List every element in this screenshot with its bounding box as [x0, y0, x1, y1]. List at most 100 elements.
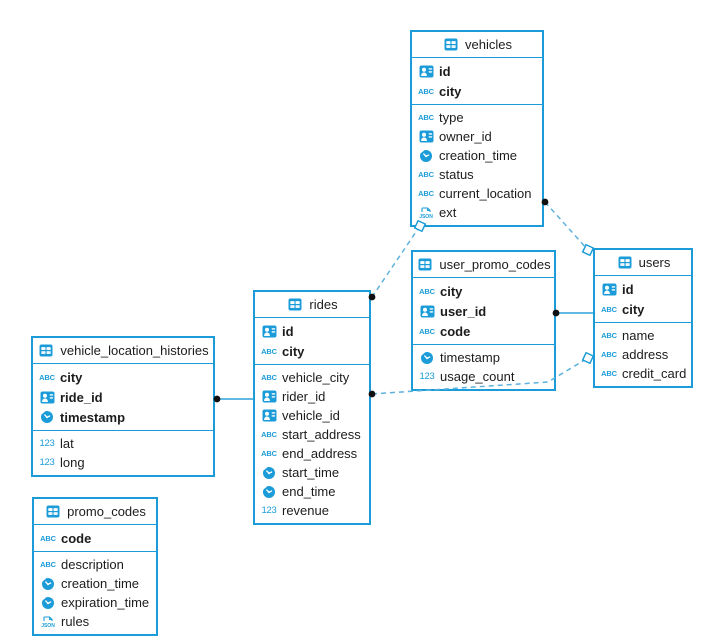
column-row-rider_id[interactable]: rider_id — [255, 387, 369, 406]
column-name: current_location — [439, 186, 532, 201]
column-row-lat[interactable]: 123 lat — [33, 434, 213, 453]
number-123-icon: 123 — [419, 371, 435, 382]
text-abc-icon: ABC — [418, 113, 434, 122]
column-row-ext[interactable]: JSON ext — [412, 203, 542, 222]
column-row-end_time[interactable]: end_time — [255, 482, 369, 501]
text-abc-icon: ABC — [261, 346, 277, 356]
column-row-timestamp[interactable]: timestamp — [33, 407, 213, 427]
table-header-vehicle_location_histories[interactable]: vehicle_location_histories — [33, 338, 213, 363]
column-row-usage_count[interactable]: 123 usage_count — [413, 367, 554, 386]
text-abc-icon: ABC — [261, 449, 277, 458]
clock-icon — [260, 466, 278, 480]
table-header-users[interactable]: users — [595, 250, 691, 275]
table-title: user_promo_codes — [439, 257, 551, 272]
clock-icon — [418, 351, 436, 365]
column-row-user_id[interactable]: user_id — [413, 301, 554, 321]
table-icon — [442, 38, 460, 52]
column-row-ride_id[interactable]: ride_id — [33, 387, 213, 407]
column-row-start_time[interactable]: start_time — [255, 463, 369, 482]
table-header-vehicles[interactable]: vehicles — [412, 32, 542, 57]
column-row-expiration_time[interactable]: expiration_time — [34, 593, 156, 612]
column-name: description — [61, 557, 124, 572]
column-row-timestamp[interactable]: timestamp — [413, 348, 554, 367]
table-title: vehicle_location_histories — [60, 343, 209, 358]
column-name: id — [439, 63, 451, 79]
json-doc-icon: JSON — [39, 615, 57, 629]
column-row-vehicle_id[interactable]: vehicle_id — [255, 406, 369, 425]
number-123-icon: 123 — [39, 438, 55, 449]
text-abc-icon: ABC — [419, 326, 435, 336]
clock-icon — [38, 410, 56, 424]
column-name: rider_id — [282, 389, 326, 404]
column-row-id[interactable]: id — [255, 321, 369, 341]
table-title: users — [638, 255, 671, 270]
table-header-user_promo_codes[interactable]: user_promo_codes — [413, 252, 554, 277]
text-abc-icon: ABC — [418, 86, 434, 96]
table-icon — [37, 344, 55, 358]
column-name: ext — [439, 205, 457, 220]
column-row-owner_id[interactable]: owner_id — [412, 127, 542, 146]
column-name: creation_time — [61, 576, 140, 591]
column-name: ride_id — [60, 389, 103, 405]
column-name: id — [622, 281, 634, 297]
text-abc-icon: ABC — [601, 331, 617, 340]
columns-section: timestamp 123 usage_count — [413, 344, 554, 389]
column-name: code — [440, 323, 471, 339]
column-name: name — [622, 328, 655, 343]
table-title: vehicles — [465, 37, 512, 52]
column-row-creation_time[interactable]: creation_time — [34, 574, 156, 593]
connection-vehicles-users-diamond-endpoint — [581, 243, 595, 257]
column-name: code — [61, 530, 92, 546]
table-header-promo_codes[interactable]: promo_codes — [34, 499, 156, 524]
column-row-id[interactable]: id — [595, 279, 691, 299]
column-name: usage_count — [440, 369, 515, 384]
column-row-city[interactable]: ABC city — [412, 81, 542, 101]
column-name: vehicle_id — [282, 408, 340, 423]
svg-text:JSON: JSON — [41, 623, 55, 629]
column-name: lat — [60, 436, 74, 451]
table-header-rides[interactable]: rides — [255, 292, 369, 317]
json-doc-icon: JSON — [417, 206, 435, 220]
id-card-icon — [417, 130, 435, 144]
column-row-name[interactable]: ABC name — [595, 326, 691, 345]
column-row-id[interactable]: id — [412, 61, 542, 81]
text-abc-icon: ABC — [419, 286, 435, 296]
column-name: city — [439, 83, 462, 99]
text-abc-icon: ABC — [40, 560, 56, 569]
id-card-icon — [600, 282, 618, 296]
text-abc-icon: ABC — [418, 170, 434, 179]
id-card-icon — [417, 64, 435, 78]
column-row-description[interactable]: ABC description — [34, 555, 156, 574]
column-row-creation_time[interactable]: creation_time — [412, 146, 542, 165]
column-name: id — [282, 323, 294, 339]
column-row-code[interactable]: ABC code — [413, 321, 554, 341]
